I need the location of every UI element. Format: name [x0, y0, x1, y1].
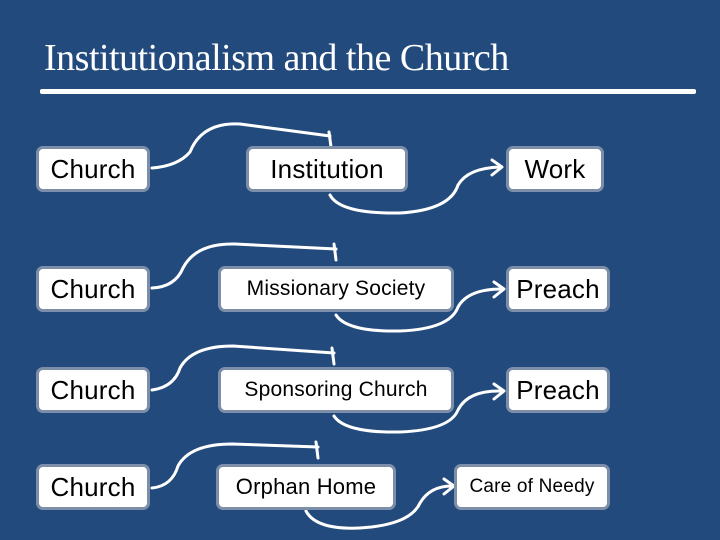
work-box: Work	[506, 146, 604, 192]
arrowhead	[327, 130, 333, 149]
arrowhead	[492, 382, 506, 401]
arrow-institution-to-work-1	[328, 165, 502, 215]
arrowhead	[330, 346, 336, 366]
institution-label: Sponsoring Church	[244, 378, 428, 401]
title-underline	[40, 89, 696, 94]
arrow-institution-to-work-3	[332, 389, 504, 434]
church-label: Church	[50, 374, 136, 405]
arrow-church-to-institution-3	[150, 344, 336, 392]
institution-box: Institution	[246, 146, 408, 192]
church-box: Church	[36, 367, 150, 413]
arrow-church-to-institution-4	[150, 442, 320, 490]
arrow-church-to-institution-2	[150, 242, 338, 290]
work-box: Preach	[506, 266, 610, 312]
church-label: Church	[50, 273, 136, 304]
institution-box: Sponsoring Church	[218, 367, 454, 413]
work-label: Work	[524, 153, 586, 184]
work-box: Care of Needy	[454, 464, 610, 510]
arrow-institution-to-work-2	[334, 287, 504, 333]
slide-title: Institutionalism and the Church	[44, 37, 509, 79]
institution-label: Institution	[270, 153, 384, 184]
arrow-church-to-institution-1	[150, 122, 332, 170]
work-box: Preach	[506, 367, 610, 413]
church-box: Church	[36, 464, 150, 510]
arrowhead	[332, 242, 338, 262]
institution-box: Missionary Society	[218, 266, 454, 312]
church-box: Church	[36, 146, 150, 192]
work-label: Preach	[516, 273, 600, 304]
work-label: Care of Needy	[469, 476, 595, 497]
church-label: Church	[50, 471, 136, 502]
arrowhead	[314, 440, 320, 460]
institution-label: Missionary Society	[246, 277, 426, 300]
church-box: Church	[36, 266, 150, 312]
work-label: Preach	[516, 374, 600, 405]
institution-box: Orphan Home	[216, 464, 396, 510]
institution-label: Orphan Home	[235, 474, 377, 499]
arrowhead	[492, 280, 506, 299]
church-label: Church	[50, 153, 136, 184]
arrow-institution-to-work-4	[304, 484, 454, 530]
arrowhead	[490, 158, 504, 177]
